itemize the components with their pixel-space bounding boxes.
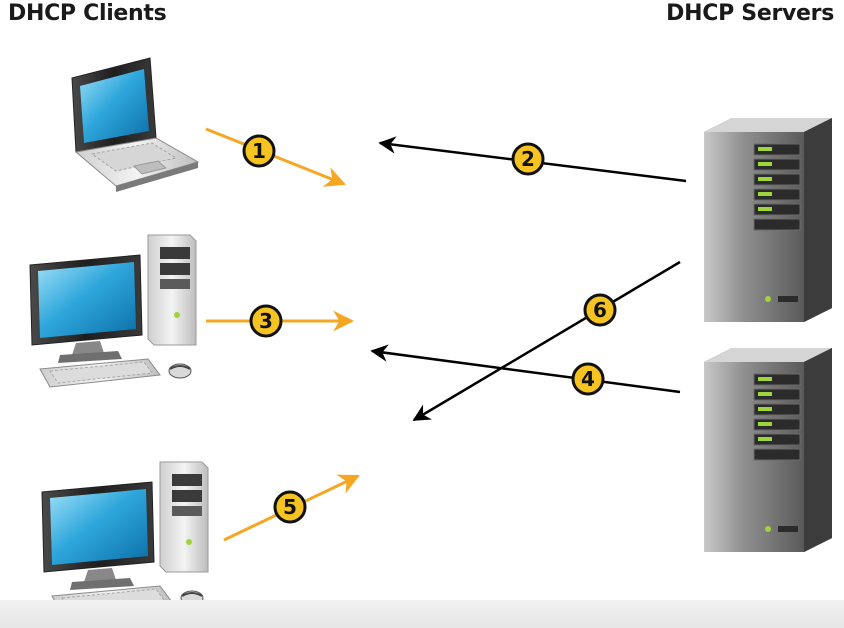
desktop-computer-icon: [29, 234, 197, 388]
step-number: 3: [259, 309, 273, 333]
step-number: 5: [283, 495, 297, 519]
arrow-step-4: [370, 344, 681, 394]
server-tower-icon: [703, 117, 833, 323]
server-1: [703, 117, 833, 323]
desktop-computer-icon: [41, 461, 209, 600]
step-badge-5: 5: [273, 490, 307, 524]
step-badge-3: 3: [249, 304, 283, 338]
step-badge-1: 1: [242, 134, 276, 168]
step-badge-6: 6: [583, 293, 617, 327]
arrow-step-1: [205, 127, 346, 187]
laptop-icon: [71, 57, 200, 192]
arrow-step-6: [412, 260, 681, 422]
bottom-strip: [0, 600, 844, 628]
dhcp-diagram: 1 2 3 4 5 6: [29, 57, 833, 600]
client-laptop: [71, 57, 200, 192]
step-number: 4: [581, 367, 595, 391]
step-badge-2: 2: [511, 142, 545, 176]
client-desktop-2: [41, 461, 209, 600]
servers-heading: DHCP Servers: [666, 1, 834, 26]
clients-heading: DHCP Clients: [8, 1, 167, 26]
step-number: 1: [252, 139, 266, 163]
server-tower-icon: [703, 347, 833, 553]
step-number: 6: [593, 298, 607, 322]
step-badge-4: 4: [571, 362, 605, 396]
client-desktop-1: [29, 234, 197, 388]
step-number: 2: [521, 147, 535, 171]
server-2: [703, 347, 833, 553]
